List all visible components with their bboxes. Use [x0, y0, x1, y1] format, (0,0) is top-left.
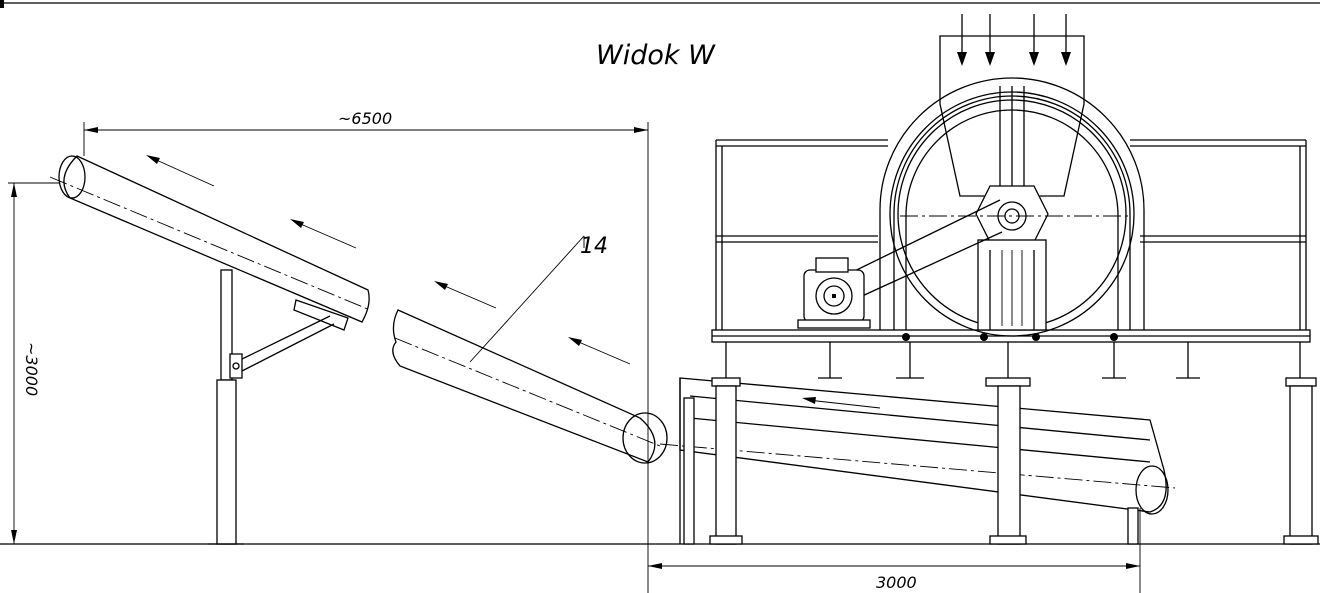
trommel-drum	[879, 14, 1145, 337]
lower-inclined-conveyor	[392, 281, 668, 464]
drum-frame-legs	[709, 333, 1319, 545]
drive-motor	[797, 199, 1003, 329]
callout-number: 14	[580, 234, 608, 259]
bottom-conveyor	[659, 377, 1176, 545]
dimension-length: ~6500	[83, 109, 649, 418]
upper-inclined-conveyor	[49, 155, 371, 545]
dimension-height: ~3000	[8, 182, 60, 544]
view-title: Widok W	[596, 40, 716, 71]
dimension-width-label: 3000	[876, 573, 917, 592]
part-callout: 14	[469, 234, 608, 363]
dimension-height-label: ~3000	[22, 342, 41, 396]
dimension-width: 3000	[647, 418, 1141, 593]
dimension-length-label: ~6500	[338, 109, 392, 128]
